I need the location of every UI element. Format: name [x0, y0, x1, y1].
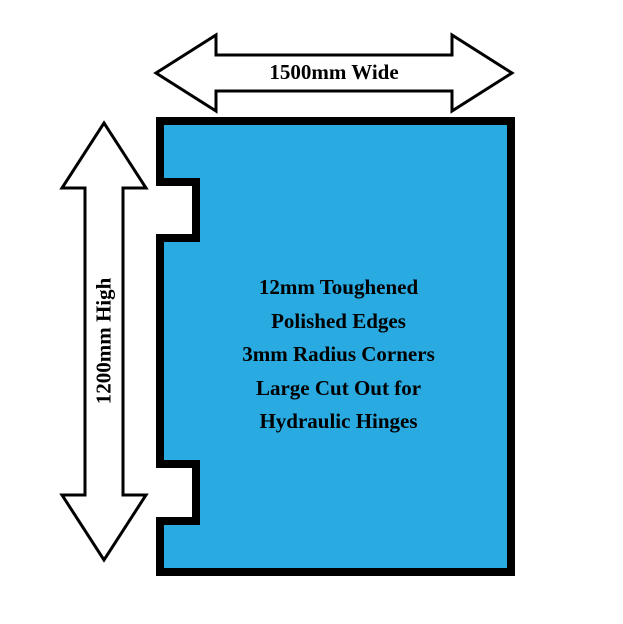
spec-line-edges: Polished Edges [271, 308, 406, 333]
height-dimension-arrow [59, 120, 149, 563]
panel-spec-text: 12mm Toughened Polished Edges 3mm Radius… [166, 271, 511, 439]
width-dimension-arrow [153, 32, 515, 114]
spec-line-corners: 3mm Radius Corners [242, 342, 435, 366]
glass-panel [156, 117, 515, 576]
spec-line-hinges: Hydraulic Hinges [259, 409, 418, 433]
height-dimension-label: 1200mm High [91, 277, 116, 405]
spec-line-cutout: Large Cut Out for [255, 375, 422, 400]
width-dimension-label: 1500mm Wide [269, 60, 399, 84]
spec-line-thickness: 12mm Toughened [258, 275, 419, 299]
